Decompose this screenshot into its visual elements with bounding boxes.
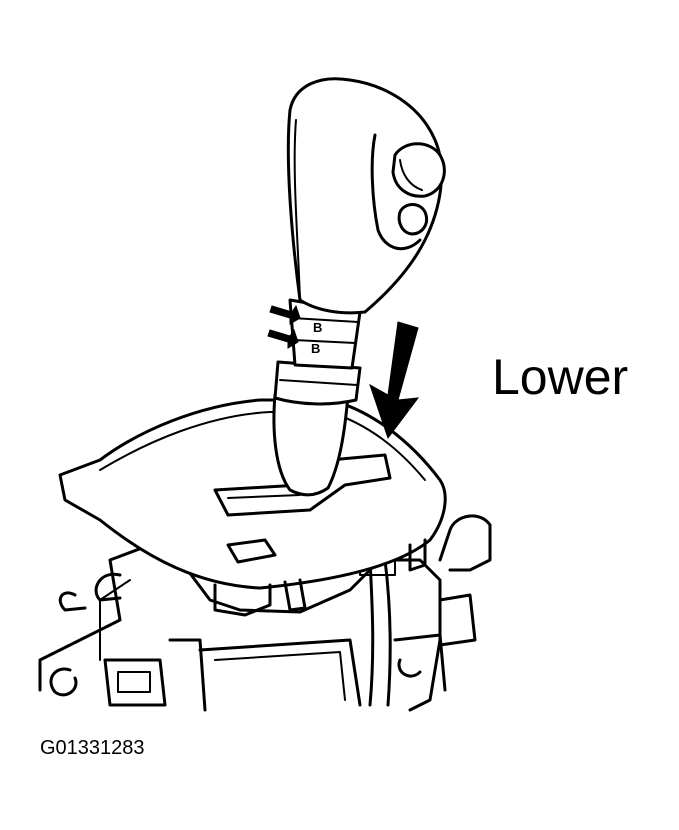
direction-label: Lower <box>492 349 629 405</box>
knob-mark-upper: B <box>313 320 322 335</box>
shift-knob <box>286 77 446 315</box>
figure-id: G01331283 <box>40 737 145 759</box>
right-arrow-icon <box>267 304 301 349</box>
shift-cable <box>359 554 396 707</box>
console-cover <box>58 398 447 617</box>
shifter-housing <box>38 514 492 712</box>
knob-mark-lower: B <box>311 341 320 356</box>
lever-sleeve <box>272 360 362 497</box>
down-arrow-icon <box>369 321 420 440</box>
